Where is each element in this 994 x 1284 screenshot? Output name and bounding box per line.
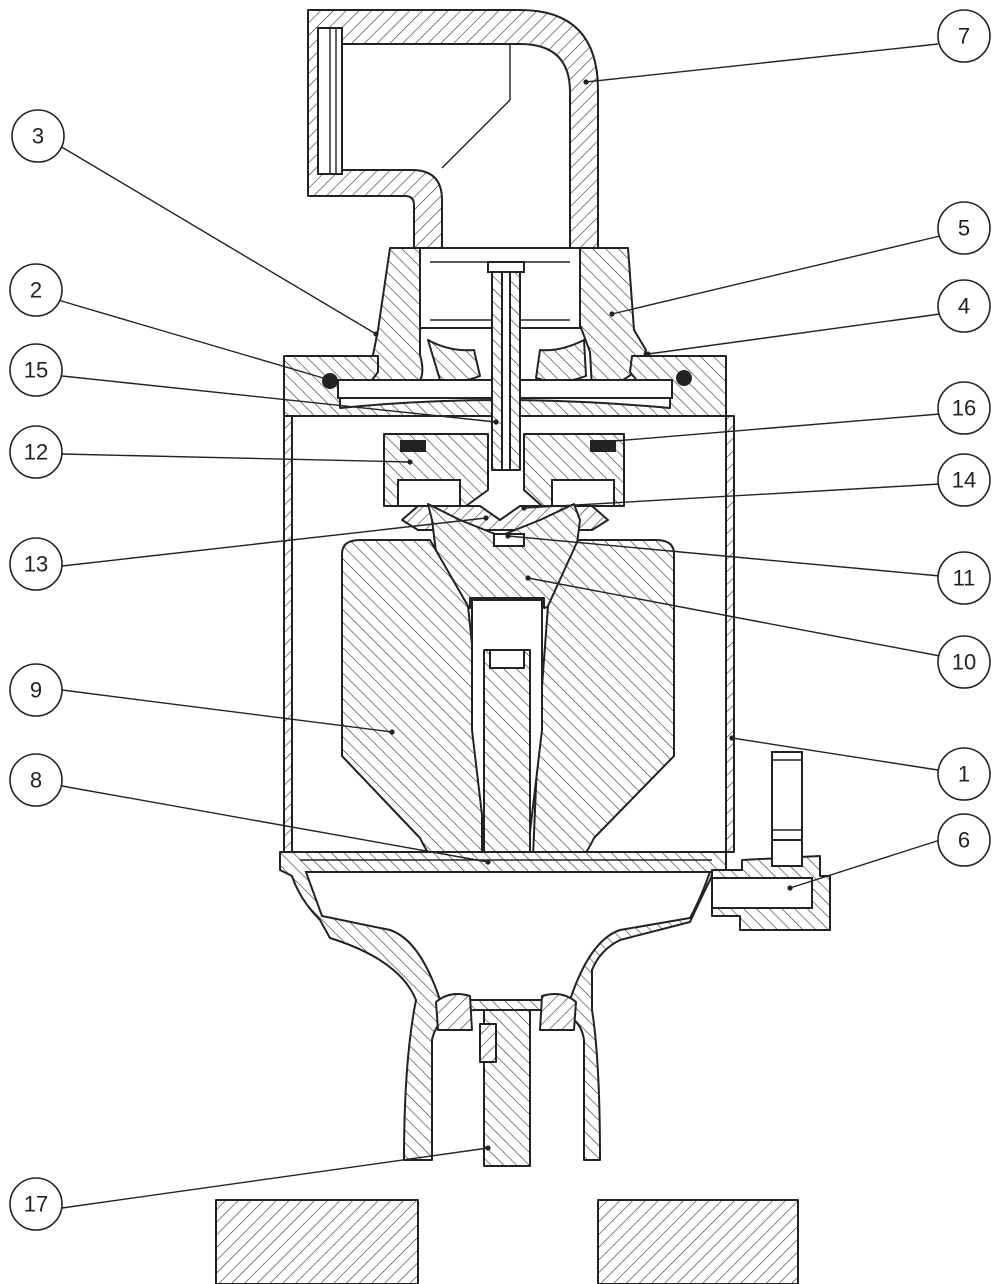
callout-label: 1 xyxy=(958,762,970,787)
o-ring-left xyxy=(322,373,338,389)
bottom-nut xyxy=(479,1023,497,1063)
leader-dots xyxy=(373,79,793,1151)
base-plate-right xyxy=(597,1199,799,1284)
lower-casting xyxy=(279,851,727,1161)
callout-11: 11 xyxy=(937,551,991,605)
callout-12: 12 xyxy=(9,425,63,479)
base-plate-left xyxy=(215,1199,419,1284)
callout-label: 13 xyxy=(24,552,48,577)
callout-6: 6 xyxy=(937,813,991,867)
callout-label: 3 xyxy=(32,124,44,149)
callout-8: 8 xyxy=(9,753,63,807)
callout-label: 6 xyxy=(958,828,970,853)
callout-label: 14 xyxy=(952,468,976,493)
callout-label: 11 xyxy=(953,566,976,591)
callout-label: 8 xyxy=(30,768,42,793)
callout-1: 1 xyxy=(937,747,991,801)
callout-label: 16 xyxy=(952,396,976,421)
callout-17: 17 xyxy=(9,1177,63,1231)
o-ring-right xyxy=(676,370,692,386)
callout-label: 17 xyxy=(24,1192,48,1217)
seal-right xyxy=(590,440,616,452)
callout-label: 4 xyxy=(958,294,970,319)
leader-lines xyxy=(57,43,941,1209)
callout-13: 13 xyxy=(9,537,63,591)
seal-left xyxy=(400,440,426,452)
callout-label: 10 xyxy=(952,650,976,675)
central-tube xyxy=(487,261,525,471)
callout-label: 5 xyxy=(958,216,970,241)
callout-2: 2 xyxy=(9,263,63,317)
callout-label: 15 xyxy=(24,358,48,383)
callout-label: 12 xyxy=(24,440,48,465)
outlet-elbow xyxy=(307,9,599,249)
callout-7: 7 xyxy=(937,9,991,63)
callout-label: 7 xyxy=(958,24,970,49)
callout-4: 4 xyxy=(937,279,991,333)
side-port xyxy=(711,751,831,931)
callout-15: 15 xyxy=(9,343,63,397)
callout-10: 10 xyxy=(937,635,991,689)
callout-9: 9 xyxy=(9,663,63,717)
callout-label: 2 xyxy=(30,278,42,303)
callout-3: 3 xyxy=(11,109,65,163)
callout-5: 5 xyxy=(937,201,991,255)
callout-16: 16 xyxy=(937,381,991,435)
callout-label: 9 xyxy=(30,678,42,703)
callout-14: 14 xyxy=(937,453,991,507)
